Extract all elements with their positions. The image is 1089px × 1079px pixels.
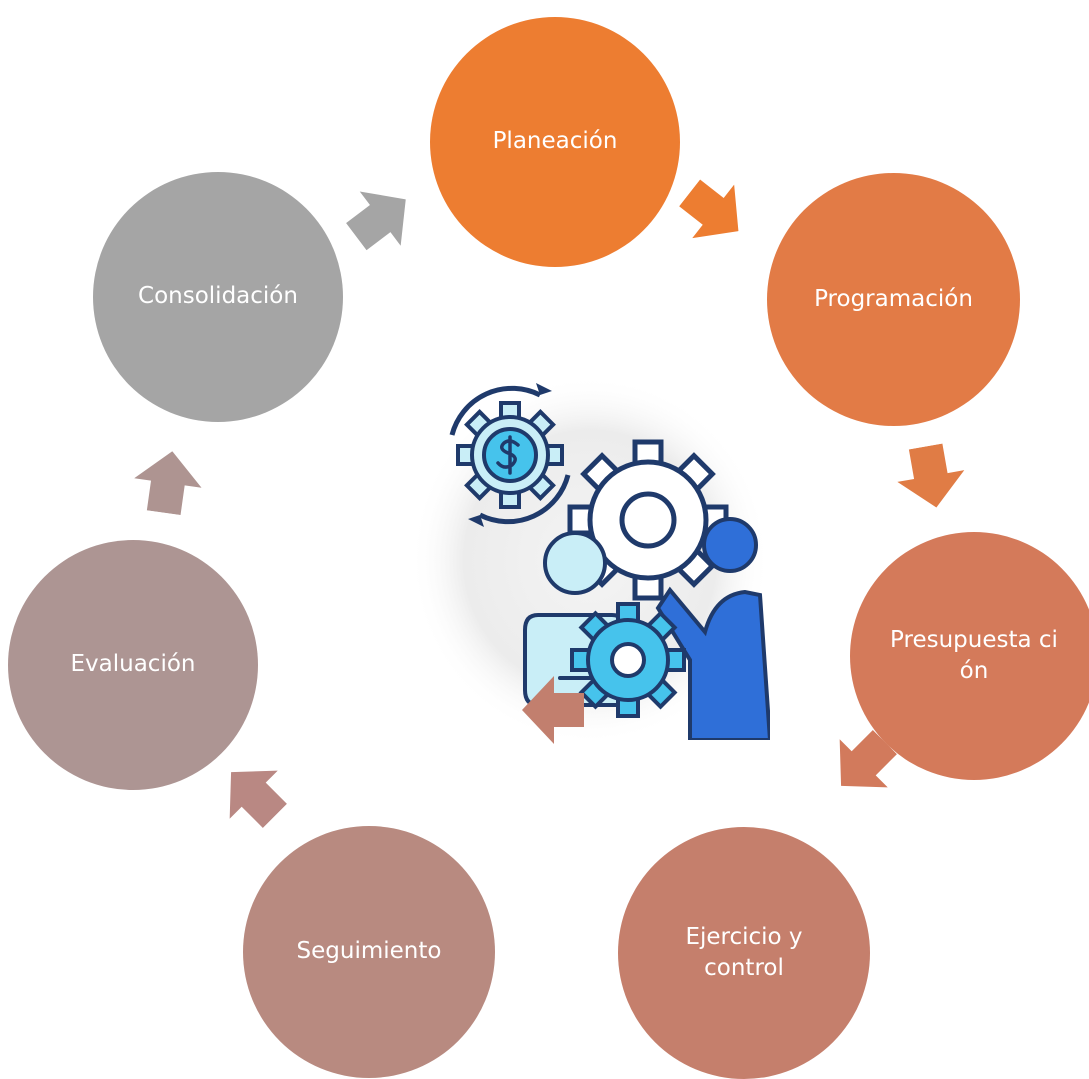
arrow-planeacion-to-programacion xyxy=(679,179,739,239)
node-planeacion: Planeación xyxy=(430,17,680,267)
presenter-icon xyxy=(655,517,770,740)
arrow-evaluacion-to-consolidacion xyxy=(134,451,202,516)
node-ejercicio-control: Ejercicio y control xyxy=(618,827,870,1079)
node-label: Planeación xyxy=(492,128,618,155)
node-label: Evaluación xyxy=(70,651,196,678)
small-gear-icon xyxy=(570,602,686,718)
arrow-seguimiento-to-evaluacion xyxy=(229,770,287,828)
node-programacion: Programación xyxy=(767,173,1020,426)
node-label: Programación xyxy=(814,285,973,312)
budget-process-illustration xyxy=(410,375,770,740)
arrow-consolidacion-to-planeacion xyxy=(346,191,406,251)
arrow-programacion-to-presupuestacion xyxy=(897,443,965,508)
node-consolidacion: Consolidación xyxy=(93,172,343,422)
gear-icon xyxy=(567,439,729,601)
node-seguimiento: Seguimiento xyxy=(243,826,495,1078)
node-presupuestacion: Presupuesta ción xyxy=(850,532,1089,780)
node-label: Consolidación xyxy=(138,283,298,310)
arrow-ejercicio-to-seguimiento xyxy=(522,676,584,744)
node-evaluacion: Evaluación xyxy=(8,540,258,790)
arrow-presupuestacion-to-ejercicio xyxy=(839,730,897,788)
node-label: Seguimiento xyxy=(296,938,442,965)
node-label: Presupuesta ción xyxy=(890,626,1058,684)
node-label: Ejercicio y control xyxy=(685,923,803,981)
dollar-gear-icon xyxy=(449,383,571,527)
